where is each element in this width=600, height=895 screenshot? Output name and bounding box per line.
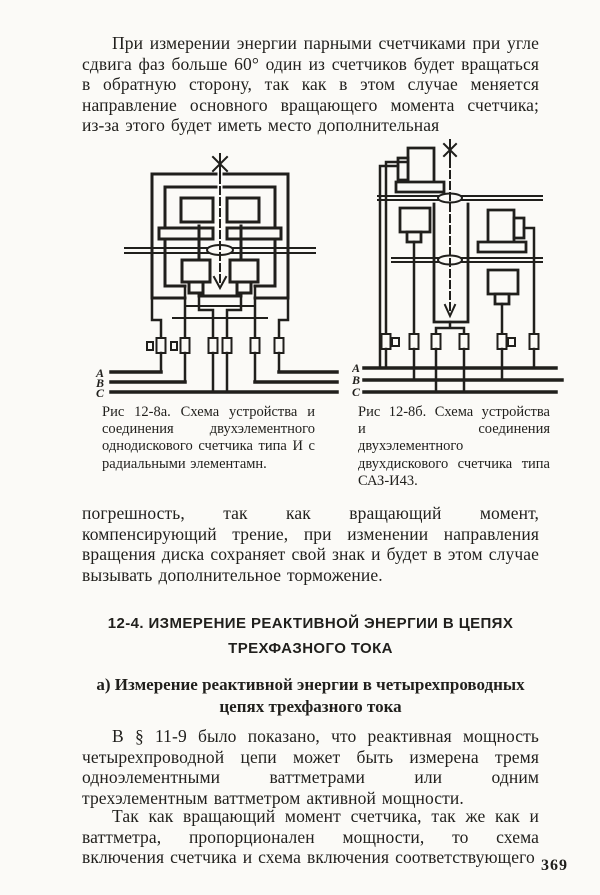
terminal-board — [382, 334, 539, 349]
figure-12-8b-diagram: А В С — [352, 134, 566, 398]
phase-a-label: А — [352, 361, 360, 375]
figure-12-8a-diagram: А В С — [95, 146, 345, 398]
upper-disc — [378, 194, 542, 203]
wiring — [380, 162, 534, 368]
figure-12-8b-caption: Рис 12-8б. Схема устройства и соединения… — [358, 404, 550, 489]
section-heading: 12-4. ИЗМЕРЕНИЕ РЕАКТИВНОЙ ЭНЕРГИИ В ЦЕП… — [107, 615, 514, 657]
phase-c-label: С — [96, 386, 105, 398]
phase-bus-lines — [111, 353, 337, 392]
phase-a-label: А — [95, 366, 104, 380]
subsection-heading: а) Измерение реактивной энергии в четыре… — [96, 675, 525, 716]
phase-b-label: В — [95, 376, 104, 390]
phase-b-label: В — [352, 373, 360, 387]
current-coils — [182, 260, 258, 293]
phase-c-label: С — [352, 385, 361, 398]
paragraph-torque: Так как вращающий момент счетчика, так ж… — [82, 806, 539, 867]
terminal-board — [147, 338, 284, 353]
paragraph-continuation: погрешность, так как вращающий момент, к… — [82, 503, 539, 585]
meter-shaft — [213, 154, 227, 288]
lower-disc — [392, 256, 542, 265]
meter-shaft — [444, 140, 456, 316]
lower-element — [478, 210, 526, 304]
paragraph-intro: При измерении энергии парными счетчиками… — [82, 33, 539, 135]
figure-12-8a-caption: Рис 12-8а. Схема устройства и соединения… — [102, 404, 315, 472]
page-number: 369 — [541, 857, 568, 874]
paragraph-reactive-power: В § 11-9 было показано, что реактивная м… — [82, 726, 539, 808]
voltage-coils — [159, 198, 281, 239]
wiring — [152, 286, 288, 338]
phase-bus-lines — [364, 349, 562, 392]
